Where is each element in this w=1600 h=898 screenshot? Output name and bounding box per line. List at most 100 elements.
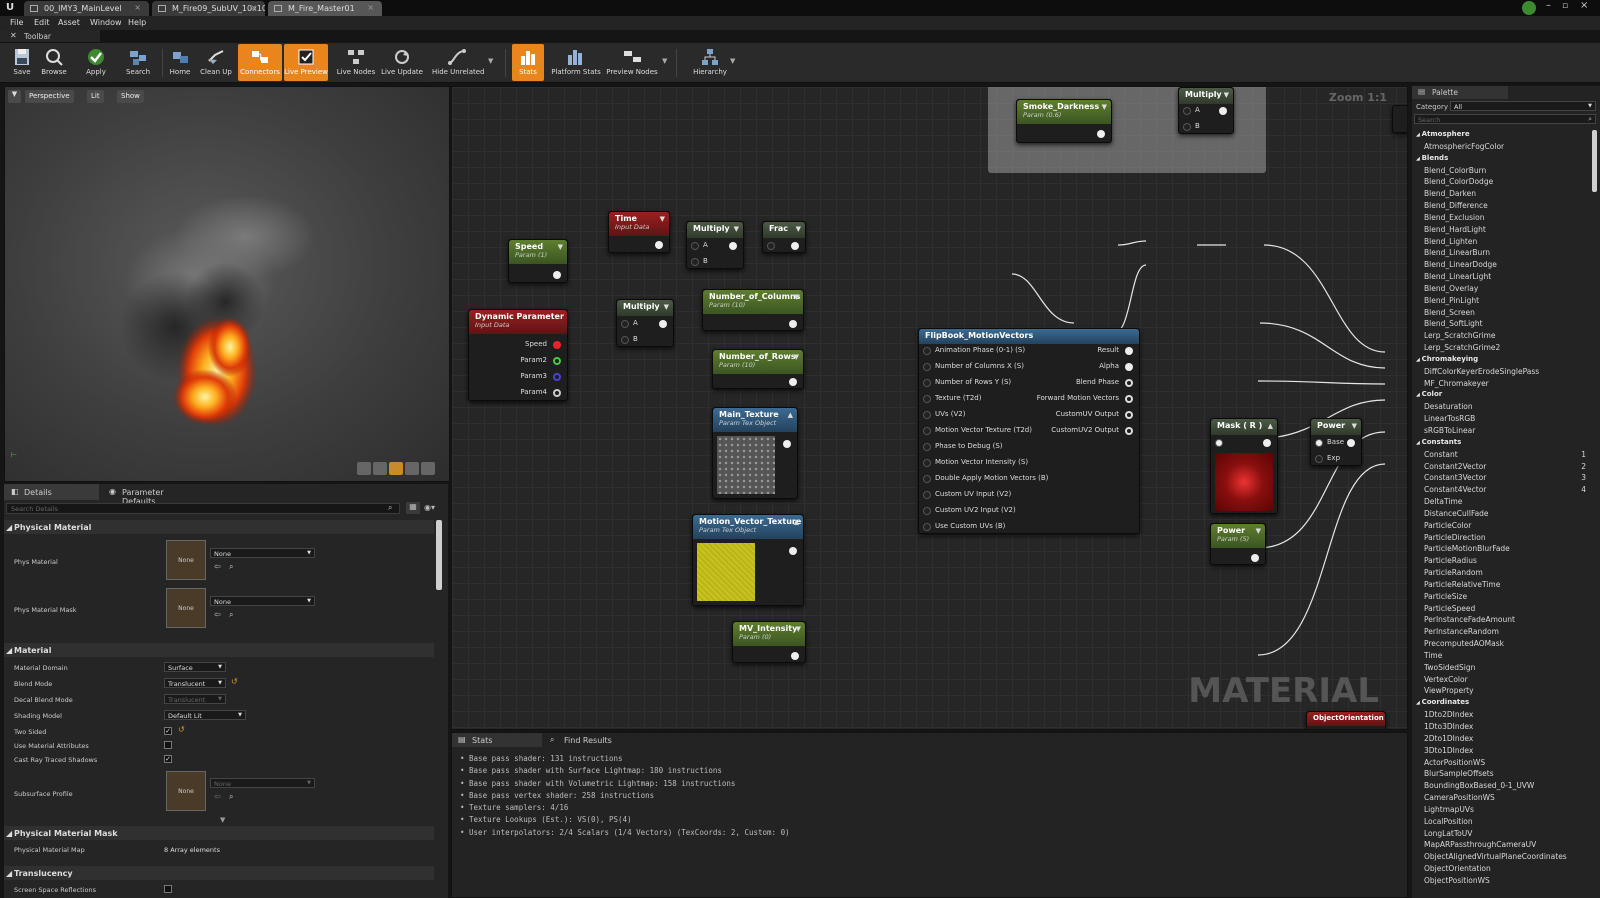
palette-item[interactable]: Constant2Vector: [1424, 461, 1487, 471]
subsurface-profile-picker[interactable]: None▼: [210, 778, 315, 788]
palette-item[interactable]: LocalPosition: [1424, 816, 1473, 826]
output-pin[interactable]: [1263, 439, 1271, 447]
input-pin-a[interactable]: [621, 320, 629, 328]
expand-advanced-icon[interactable]: ▼: [220, 816, 226, 824]
palette-item[interactable]: 3Dto1DIndex: [1424, 745, 1474, 755]
use-material-attributes-checkbox[interactable]: [164, 741, 172, 749]
palette-item[interactable]: ObjectPositionWS: [1424, 875, 1490, 885]
apply-button[interactable]: Apply: [74, 44, 118, 81]
node-multiply-speed[interactable]: Multiply▼ A B: [616, 299, 674, 347]
menu-file[interactable]: File: [10, 18, 24, 27]
tab-palette[interactable]: ▤ Palette: [1412, 86, 1508, 99]
palette-item[interactable]: ActorPositionWS: [1424, 757, 1486, 767]
palette-item[interactable]: Blend_Lighten: [1424, 236, 1478, 246]
flipbook-input-pin[interactable]: [923, 347, 931, 355]
preview-shape-cylinder-icon[interactable]: [357, 462, 371, 475]
palette-item[interactable]: Constant3Vector: [1424, 473, 1487, 483]
input-pin-b[interactable]: [621, 336, 629, 344]
collapse-node-icon[interactable]: ▼: [795, 225, 801, 233]
palette-item[interactable]: Blend_Darken: [1424, 189, 1477, 199]
palette-item[interactable]: Blend_LinearDodge: [1424, 260, 1497, 270]
palette-item[interactable]: Blend_ColorBurn: [1424, 165, 1487, 175]
preview-nodes-button[interactable]: Preview Nodes: [606, 44, 658, 81]
input-pin-base[interactable]: [1315, 439, 1323, 447]
collapse-node-icon[interactable]: ▼: [733, 225, 739, 233]
output-pin[interactable]: [655, 241, 663, 249]
palette-item[interactable]: PerInstanceFadeAmount: [1424, 615, 1515, 625]
palette-item[interactable]: ParticleMotionBlurFade: [1424, 544, 1510, 554]
output-pin[interactable]: [789, 320, 797, 328]
tab-stats[interactable]: ▤ Stats: [452, 733, 542, 747]
material-domain-dropdown[interactable]: Surface▼: [164, 662, 226, 672]
home-button[interactable]: Home: [158, 44, 202, 81]
show-button[interactable]: Show: [117, 90, 144, 103]
palette-item[interactable]: Constant4Vector: [1424, 485, 1487, 495]
input-pin[interactable]: [1215, 439, 1223, 447]
palette-item[interactable]: 1Dto3DIndex: [1424, 722, 1474, 731]
tab-main-level[interactable]: 00_IMY3_MainLevel ×: [24, 1, 149, 16]
preview-viewport[interactable]: ▼ Perspective Lit Show ⊢: [4, 86, 450, 482]
collapse-node-icon[interactable]: ▼: [1101, 103, 1107, 111]
search-button[interactable]: Search: [116, 44, 160, 81]
save-button[interactable]: Save: [0, 44, 44, 81]
palette-category[interactable]: ◢ Constants: [1416, 437, 1462, 446]
palette-item[interactable]: Blend_Screen: [1424, 307, 1475, 317]
browse-asset-icon[interactable]: ⌕: [229, 562, 234, 571]
output-pin-param2[interactable]: [553, 357, 561, 365]
tab-parameter-defaults[interactable]: ◉ Parameter Defaults: [109, 487, 164, 506]
palette-item[interactable]: ParticleSpeed: [1424, 603, 1476, 613]
use-selected-arrow-icon[interactable]: ⇦: [214, 562, 221, 571]
collapse-node-icon[interactable]: ▼: [1223, 91, 1229, 99]
section-physical-material-mask[interactable]: ◢Physical Material Mask: [4, 826, 434, 840]
palette-item[interactable]: TwoSidedSign: [1424, 662, 1476, 672]
palette-category[interactable]: ◢ Coordinates: [1416, 698, 1470, 707]
tab-material-master[interactable]: M_Fire_Master01 ×: [268, 1, 382, 16]
palette-category[interactable]: ◢ Blends: [1416, 153, 1449, 162]
collapse-node-icon[interactable]: ▼: [795, 625, 801, 633]
palette-item[interactable]: ParticleRadius: [1424, 556, 1477, 566]
collapse-node-icon[interactable]: ▼: [557, 243, 563, 251]
palette-item[interactable]: DiffColorKeyerErodeSinglePass: [1424, 366, 1540, 376]
flipbook-input-pin[interactable]: [923, 427, 931, 435]
live-nodes-button[interactable]: Live Nodes: [334, 44, 378, 81]
perspective-button[interactable]: Perspective: [25, 90, 74, 103]
palette-item[interactable]: ParticleDirection: [1424, 532, 1486, 542]
tab-find-results[interactable]: ⌕ Find Results: [550, 735, 612, 745]
palette-item[interactable]: Blend_SoftLight: [1424, 319, 1483, 329]
palette-item[interactable]: ObjectOrientation: [1424, 864, 1491, 874]
shading-model-dropdown[interactable]: Default Lit▼: [164, 710, 246, 720]
flipbook-input-pin[interactable]: [923, 507, 931, 515]
palette-item[interactable]: 2Dto1DIndex: [1424, 733, 1474, 743]
phys-material-picker[interactable]: None▼: [210, 548, 315, 558]
palette-item[interactable]: Constant: [1424, 449, 1458, 459]
screen-space-reflections-checkbox[interactable]: [164, 885, 172, 893]
node-offscreen-result[interactable]: [1392, 105, 1407, 133]
menu-window[interactable]: Window: [90, 18, 122, 27]
collapse-node-icon[interactable]: ▼: [659, 215, 665, 223]
flipbook-output-pin[interactable]: [1125, 363, 1133, 371]
section-translucency[interactable]: ◢Translucency: [4, 866, 434, 880]
palette-item[interactable]: Blend_Exclusion: [1424, 212, 1485, 222]
palette-category[interactable]: ◢ Color: [1416, 390, 1443, 399]
flipbook-input-pin[interactable]: [923, 475, 931, 483]
input-pin[interactable]: [767, 242, 775, 250]
live-update-button[interactable]: Live Update: [380, 44, 424, 81]
palette-item[interactable]: Blend_ColorDodge: [1424, 177, 1494, 187]
palette-item[interactable]: Blend_LinearLight: [1424, 272, 1492, 282]
preview-shape-sphere-icon[interactable]: [373, 462, 387, 475]
node-mask-r[interactable]: Mask ( R )▲: [1210, 418, 1278, 514]
preview-shape-cube-icon[interactable]: [405, 462, 419, 475]
menu-asset[interactable]: Asset: [58, 18, 80, 27]
node-flipbook-motion-vectors[interactable]: FlipBook_MotionVectors Animation Phase (…: [918, 328, 1140, 534]
section-material[interactable]: ◢Material: [4, 643, 434, 657]
node-frac[interactable]: Frac▼: [762, 221, 806, 253]
output-pin[interactable]: [1251, 554, 1259, 562]
output-pin[interactable]: [789, 378, 797, 386]
palette-item[interactable]: BoundingBoxBased_0-1_UVW: [1424, 781, 1535, 791]
close-tab-icon[interactable]: ×: [367, 3, 374, 12]
browse-asset-icon[interactable]: ⌕: [229, 792, 234, 801]
palette-item[interactable]: Blend_PinLight: [1424, 295, 1480, 305]
